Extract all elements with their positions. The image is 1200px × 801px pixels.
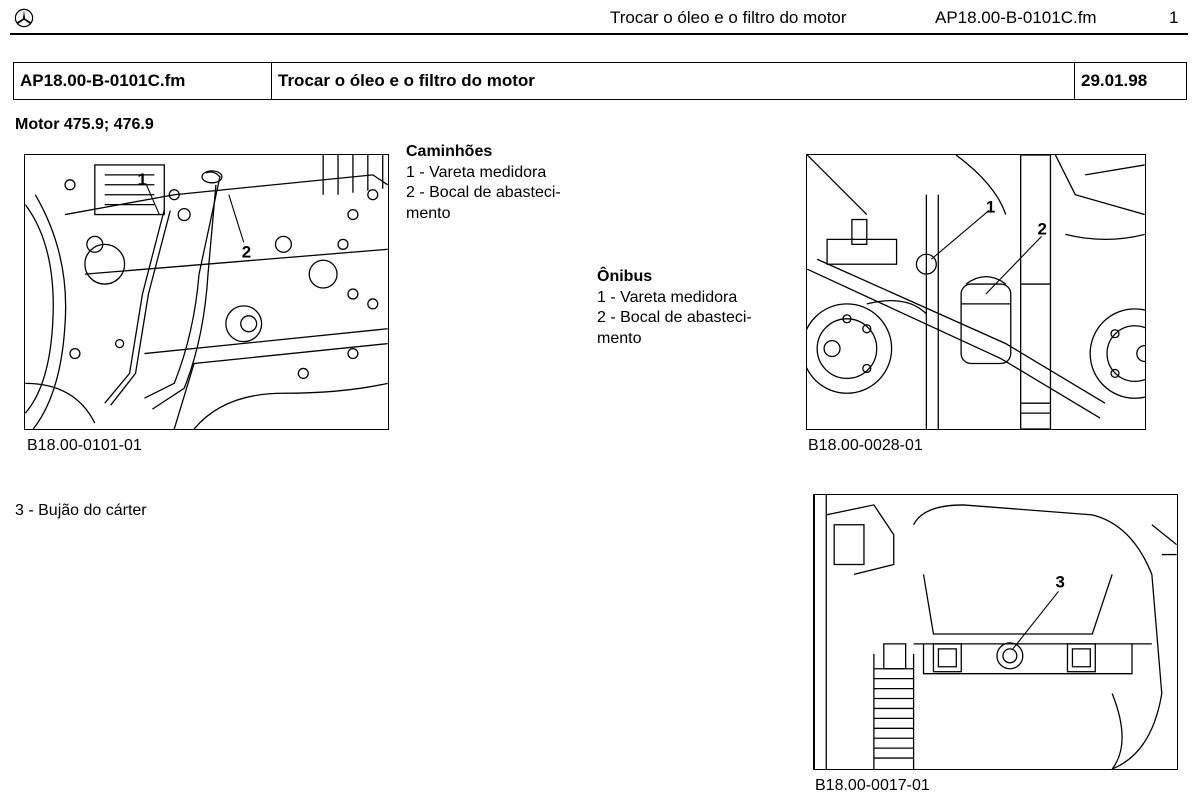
- header-page-number: 1: [1169, 8, 1179, 27]
- engine-illustration: 1 2: [807, 155, 1145, 429]
- callout-2: 2: [1038, 219, 1047, 238]
- mercedes-star-icon: [14, 8, 34, 28]
- legend-bus-item2-line1: 2 - Bocal de abasteci-: [597, 309, 752, 326]
- figure-truck-engine: 1 2: [24, 154, 389, 430]
- title-date: 29.01.98: [1081, 71, 1148, 90]
- figure-oil-pan: 3: [813, 494, 1178, 770]
- drain-plug-note: 3 - Bujão do cárter: [15, 502, 147, 519]
- header-file-name: AP18.00-B-0101C.fm: [935, 8, 1097, 27]
- callout-2: 2: [242, 242, 251, 261]
- legend-bus: Ônibus 1 - Vareta medidora 2 - Bocal de …: [597, 267, 785, 349]
- engine-subtitle: Motor 475.9; 476.9: [15, 116, 154, 133]
- callout-1: 1: [986, 198, 995, 217]
- callout-3: 3: [1056, 572, 1065, 591]
- callout-1: 1: [138, 170, 147, 189]
- title-doc-id: AP18.00-B-0101C.fm: [14, 63, 272, 99]
- title-text: Trocar o óleo e o filtro do motor: [272, 63, 1075, 99]
- figure-caption-truck: B18.00-0101-01: [27, 437, 142, 454]
- legend-trucks-title: Caminhões: [406, 143, 493, 160]
- legend-trucks: Caminhões 1 - Vareta medidora 2 - Bocal …: [406, 142, 594, 224]
- engine-illustration: 1 2: [25, 155, 388, 429]
- legend-trucks-item2-line1: 2 - Bocal de abasteci-: [406, 184, 561, 201]
- figure-caption-bus: B18.00-0028-01: [808, 437, 923, 454]
- header-rule: [10, 33, 1188, 35]
- legend-bus-title: Ônibus: [597, 268, 653, 285]
- legend-trucks-item1: 1 - Vareta medidora: [406, 163, 547, 181]
- oil-pan-illustration: 3: [814, 495, 1177, 769]
- figure-caption-oil-pan: B18.00-0017-01: [815, 777, 930, 794]
- legend-trucks-item2-line2: mento: [406, 204, 451, 222]
- legend-bus-item2-line2: mento: [597, 329, 642, 347]
- figure-bus-engine: 1 2: [806, 154, 1146, 430]
- title-table: AP18.00-B-0101C.fm Trocar o óleo e o fil…: [13, 62, 1187, 100]
- header-doc-title: Trocar o óleo e o filtro do motor: [610, 8, 847, 27]
- legend-bus-item1: 1 - Vareta medidora: [597, 288, 738, 306]
